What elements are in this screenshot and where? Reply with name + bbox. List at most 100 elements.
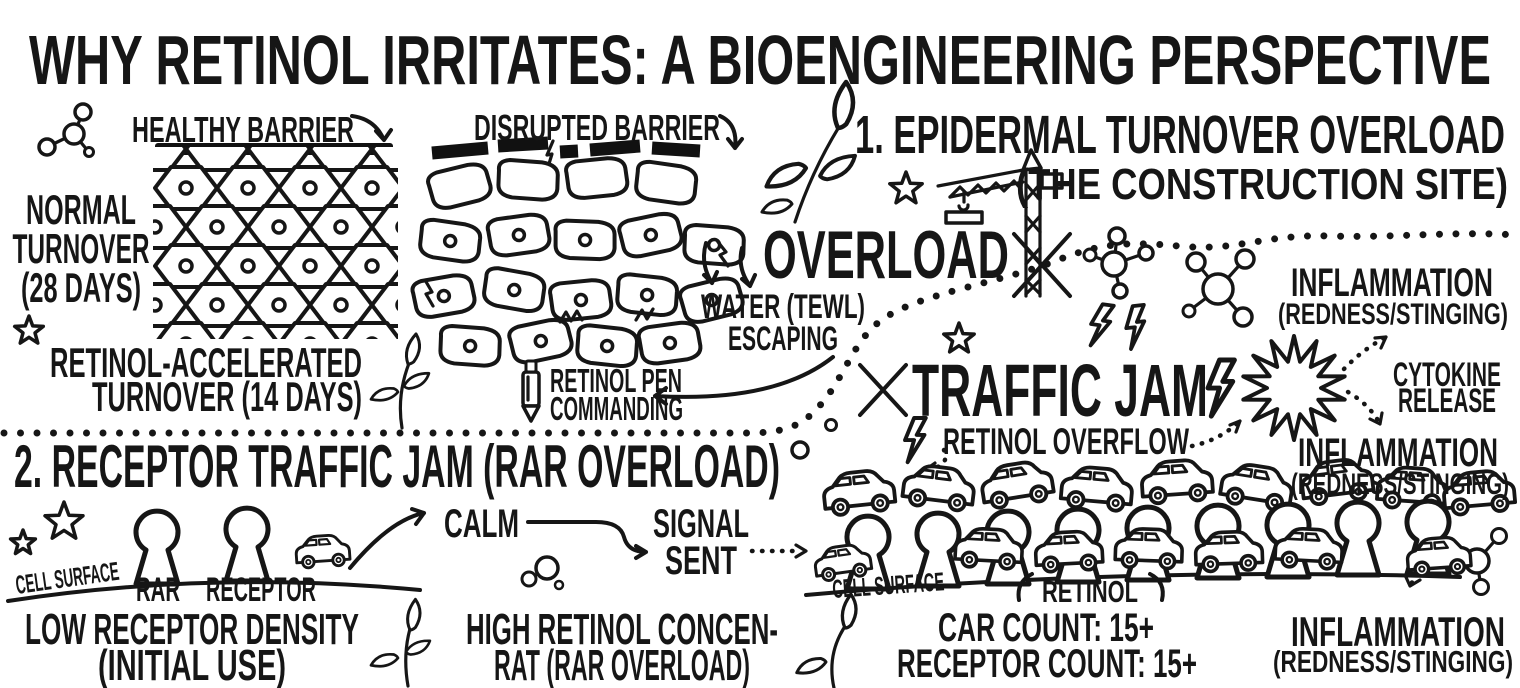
cytokine-line1: CYTOKINE [1393, 356, 1501, 394]
disrupted-barrier-label: DISRUPTED BARRIER [474, 107, 720, 148]
traffic-jam-label: TRAFFIC JAM [912, 349, 1208, 432]
disrupted-cell-cluster [409, 154, 748, 372]
hexagon-cell [153, 165, 219, 211]
hexagon-cell [308, 282, 374, 328]
molecule-icon [1082, 226, 1155, 300]
dotted-divider [0, 230, 1520, 437]
inflammation1-line2: (REDNESS/STINGING) [1278, 298, 1508, 331]
rar-label: RAR [136, 571, 180, 609]
burst-to-cytokine-arrow [1345, 389, 1383, 427]
hexagon-cell [184, 204, 250, 250]
stress-crack-marks [423, 240, 730, 324]
car-icon [293, 532, 352, 571]
signal-line1: SIGNAL [653, 502, 749, 546]
retinol-pen-line1: RETINOL PEN [550, 362, 682, 399]
normal-turnover-line2: TURNOVER [13, 225, 150, 272]
receptor-count-label: RECEPTOR COUNT: 15+ [897, 642, 1197, 686]
disrupted-cell [679, 220, 748, 270]
molecule-icon [1181, 248, 1256, 328]
retinol-brace-right [1148, 572, 1165, 602]
lightning-icon [1086, 301, 1116, 350]
disrupted-cell [612, 269, 682, 321]
star-icons [8, 170, 976, 556]
signal-line2: SENT [665, 539, 737, 583]
accelerated-turnover-line1: RETINOL-ACCELERATED [50, 339, 362, 386]
molecule-icon [37, 102, 95, 158]
burst-to-inflammation-arrow [1341, 334, 1389, 372]
arrowhead [1373, 335, 1388, 350]
hexagon-cell [246, 282, 312, 328]
lightning-icon [1122, 303, 1151, 352]
cell-surface-line [6, 580, 422, 603]
hexagon-cell [339, 165, 398, 211]
jam-cell-surface-label: CELL SURFACE [831, 566, 945, 604]
high-conc-line2: RAT (RAR OVERLOAD) [494, 641, 750, 688]
disrupted-cell [484, 210, 553, 260]
disrupted-cell [493, 155, 562, 205]
low-density-line2: (INITIAL USE) [98, 641, 286, 688]
disrupted-cell [551, 216, 619, 264]
water-tewl-line1: WATER (TEWL) [701, 288, 865, 326]
jam-retinol-label: RETINOL [1042, 574, 1138, 609]
car-icon [1138, 456, 1216, 507]
water-to-pen-arrow [653, 355, 835, 406]
inflammation2-line2: (REDNESS/STINGING) [1291, 468, 1509, 501]
hexagon-cell [277, 165, 343, 211]
disrupted-barrier-arrow [718, 114, 744, 150]
calm-to-signal-arrow [526, 520, 648, 560]
retinol-overflow-label: RETINOL OVERFLOW [943, 421, 1189, 462]
burst-shape [1241, 334, 1347, 442]
tewl-arrow-2 [738, 246, 757, 288]
disrupted-cell [478, 263, 550, 317]
hexagon-cell [339, 243, 398, 289]
healthy-barrier-label: HEALTHY BARRIER [132, 109, 354, 150]
hexagon-cell [308, 204, 374, 250]
leaf-sprig-icon [369, 597, 432, 688]
disrupted-cell [424, 159, 496, 213]
tewl-arrow-1 [702, 241, 719, 285]
healthy-cell-grid [153, 147, 398, 339]
low-density-line1: LOW RECEPTOR DENSITY [25, 605, 359, 654]
car-icon [977, 456, 1057, 512]
disrupted-cell [505, 315, 576, 367]
hexagon-cell [215, 165, 281, 211]
disrupted-cell [635, 318, 704, 368]
healthy-barrier-arrow [350, 114, 393, 142]
arrowhead [1228, 419, 1242, 434]
arrowhead [1368, 411, 1384, 426]
red-x-icon [1012, 232, 1072, 298]
car-icon [1058, 463, 1136, 514]
lightning-icon [1208, 360, 1234, 416]
car-icon [820, 466, 898, 519]
disrupted-cell [415, 215, 486, 267]
overload-label: OVERLOAD [763, 217, 1009, 293]
page-title: WHY RETINOL IRRITATES: A BIOENGINEERING … [29, 21, 1491, 99]
water-tewl-line2: ESCAPING [728, 320, 838, 358]
car-count-label: CAR COUNT: 15+ [938, 606, 1154, 650]
inflammation2-line1: INFLAMMATION [1298, 431, 1498, 475]
leaf-sprig-icon [760, 82, 866, 225]
to-calm-arrow [348, 507, 426, 570]
burst-icon [1241, 334, 1347, 442]
red-x-icon [858, 363, 908, 417]
calm-label: CALM [444, 502, 519, 546]
arrowhead [794, 543, 808, 559]
leaf-sprig-icon [795, 592, 868, 688]
star-icon [8, 528, 38, 556]
pen-icon [521, 359, 541, 423]
hexagon-cell [215, 243, 281, 289]
leaf-sprig-icon [369, 332, 431, 430]
cytokine-line2: RELEASE [1398, 382, 1496, 420]
normal-turnover-line1: NORMAL [26, 186, 136, 233]
star-icon [12, 314, 46, 345]
crane-icon [936, 148, 1064, 298]
receptor-label: RECEPTOR [206, 571, 316, 609]
accelerated-turnover-line2: TURNOVER (14 DAYS) [92, 373, 362, 420]
keyhole-receptor-icon [1337, 502, 1379, 575]
disrupted-cell [435, 321, 504, 371]
inflammation3-line2: (REDNESS/STINGING) [1273, 644, 1513, 679]
disrupted-barrier-bars [431, 136, 701, 169]
bubble-dots [790, 418, 838, 460]
